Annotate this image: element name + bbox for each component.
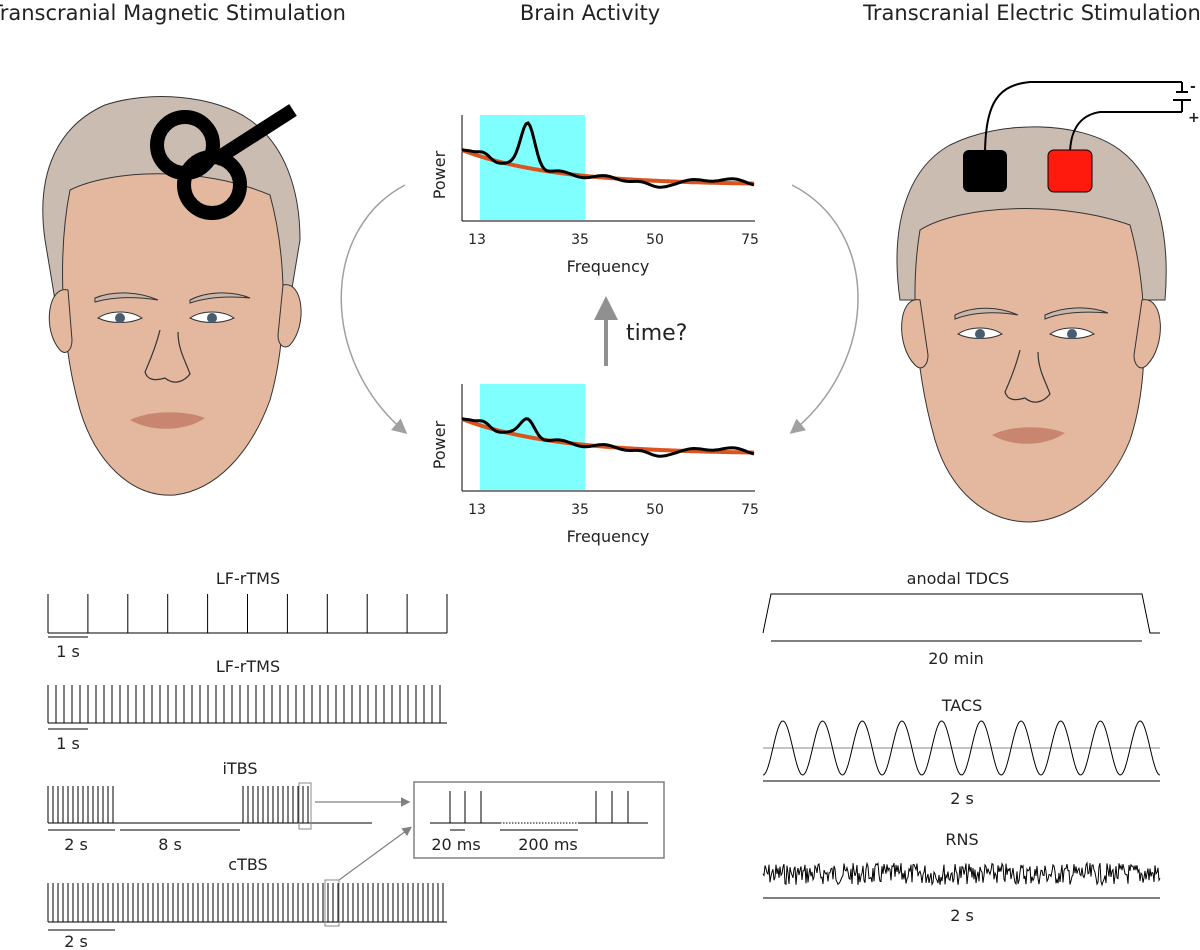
iris-right	[207, 313, 217, 323]
tick-75-top: 75	[741, 232, 759, 248]
rns-waveform	[762, 861, 1161, 887]
battery-minus: -	[1190, 79, 1196, 95]
anodal-tdcs: anodal TDCS 20 min	[762, 569, 1160, 668]
nose-right-head	[1004, 349, 1051, 403]
tick-35-top: 35	[571, 232, 589, 248]
spectrum-bottom: Power 13 35 50 75 Frequency	[430, 384, 759, 546]
wire-red	[1069, 111, 1182, 156]
nose-left-head	[144, 329, 191, 383]
face-right-head	[914, 208, 1145, 523]
wire-black	[984, 81, 1182, 156]
head-tms	[42, 96, 302, 496]
lf-rtms-2-pulses	[47, 685, 441, 723]
mouth-left-head	[130, 412, 205, 429]
xlabel-bottom: Frequency	[567, 527, 650, 546]
ctbs: cTBS 2 s	[47, 855, 447, 950]
header-tms: Transcranial Magnetic Stimulation	[0, 1, 346, 25]
ylabel-top: Power	[430, 150, 449, 199]
tms-coil	[150, 104, 297, 220]
tacs-title: TACS	[941, 696, 983, 715]
tacs: TACS 2 s	[762, 696, 1161, 808]
power-spectrum-bottom	[461, 417, 755, 458]
tacs-scale: 2 s	[950, 789, 974, 808]
electrode-anode	[1047, 149, 1093, 193]
itbs: iTBS 2 s 8 s	[47, 759, 372, 854]
inset-pulses	[449, 791, 629, 823]
tick-50-top: 50	[646, 232, 664, 248]
itbs-zoom-box	[298, 782, 312, 830]
tacs-waveform	[762, 720, 1161, 776]
arrow-tes-to-spectrum	[789, 184, 859, 434]
coil-loop-lower	[177, 150, 247, 220]
lf-rtms-2-title: LF-rTMS	[216, 657, 280, 676]
electrode-cathode	[963, 150, 1007, 192]
itbs-scale-b: 8 s	[158, 835, 182, 854]
tick-13-top: 13	[468, 232, 486, 248]
inset-scale-a: 20 ms	[431, 835, 480, 854]
lf-rtms-1-pulses	[47, 594, 448, 633]
battery-icon: - +	[1173, 79, 1200, 126]
coil-handle	[211, 104, 297, 166]
itbs-title: iTBS	[222, 759, 257, 778]
ear-left	[48, 289, 73, 353]
face-left-head	[62, 173, 284, 496]
aperiodic-fit-top	[461, 148, 755, 186]
tdcs-scale: 20 min	[928, 649, 984, 668]
aperiodic-fit-bottom	[461, 417, 755, 455]
ear-right	[277, 284, 302, 348]
inset-scale-b: 200 ms	[518, 835, 578, 854]
brow-left-tes	[954, 307, 1019, 320]
inset-frame	[413, 781, 665, 859]
rns: RNS 2 s	[762, 830, 1161, 925]
iris-left	[115, 313, 125, 323]
power-spectrum-top	[461, 121, 755, 189]
tick-35-bottom: 35	[571, 502, 589, 518]
header-brain-activity: Brain Activity	[520, 1, 660, 25]
tick-13-bottom: 13	[468, 502, 486, 518]
tick-50-bottom: 50	[646, 502, 664, 518]
burst-inset: 20 ms 200 ms	[413, 781, 665, 859]
ctbs-pulses	[47, 883, 444, 922]
ear-left-tes	[901, 299, 929, 369]
ctbs-title: cTBS	[228, 855, 267, 874]
rns-title: RNS	[945, 830, 978, 849]
lf-rtms-2-scale: 1 s	[56, 734, 80, 753]
xlabel-top: Frequency	[567, 257, 650, 276]
mouth-right-head	[992, 427, 1065, 444]
battery-plus: +	[1188, 110, 1200, 126]
ctbs-scale: 2 s	[64, 932, 88, 950]
arrow-tms-to-spectrum	[340, 184, 408, 434]
brow-right	[189, 292, 251, 304]
lf-rtms-1-title: LF-rTMS	[216, 569, 280, 588]
spectrum-top: Power 13 35 50 75 Frequency	[430, 115, 759, 276]
time-label: time?	[626, 321, 687, 346]
brow-right-tes	[1044, 307, 1109, 320]
tdcs-title: anodal TDCS	[907, 569, 1010, 588]
lf-rtms-1-scale: 1 s	[56, 642, 80, 661]
lf-rtms-1: LF-rTMS 1 s	[47, 569, 448, 661]
arrow-ctbs-to-inset	[338, 826, 412, 881]
itbs-scale-a: 2 s	[64, 835, 88, 854]
iris-left-tes	[975, 329, 985, 339]
rns-scale: 2 s	[950, 906, 974, 925]
lf-rtms-2: LF-rTMS 1 s	[47, 657, 447, 753]
ctbs-zoom-box	[324, 879, 340, 927]
ear-right-tes	[1133, 299, 1161, 369]
head-tes: - +	[896, 79, 1200, 523]
brow-left	[94, 292, 159, 303]
ylabel-bottom: Power	[430, 420, 449, 469]
header-tes: Transcranial Electric Stimulation	[862, 1, 1200, 25]
tick-75-bottom: 75	[741, 502, 759, 518]
itbs-pulses	[47, 786, 309, 823]
iris-right-tes	[1067, 329, 1077, 339]
tdcs-waveform	[762, 593, 1160, 634]
